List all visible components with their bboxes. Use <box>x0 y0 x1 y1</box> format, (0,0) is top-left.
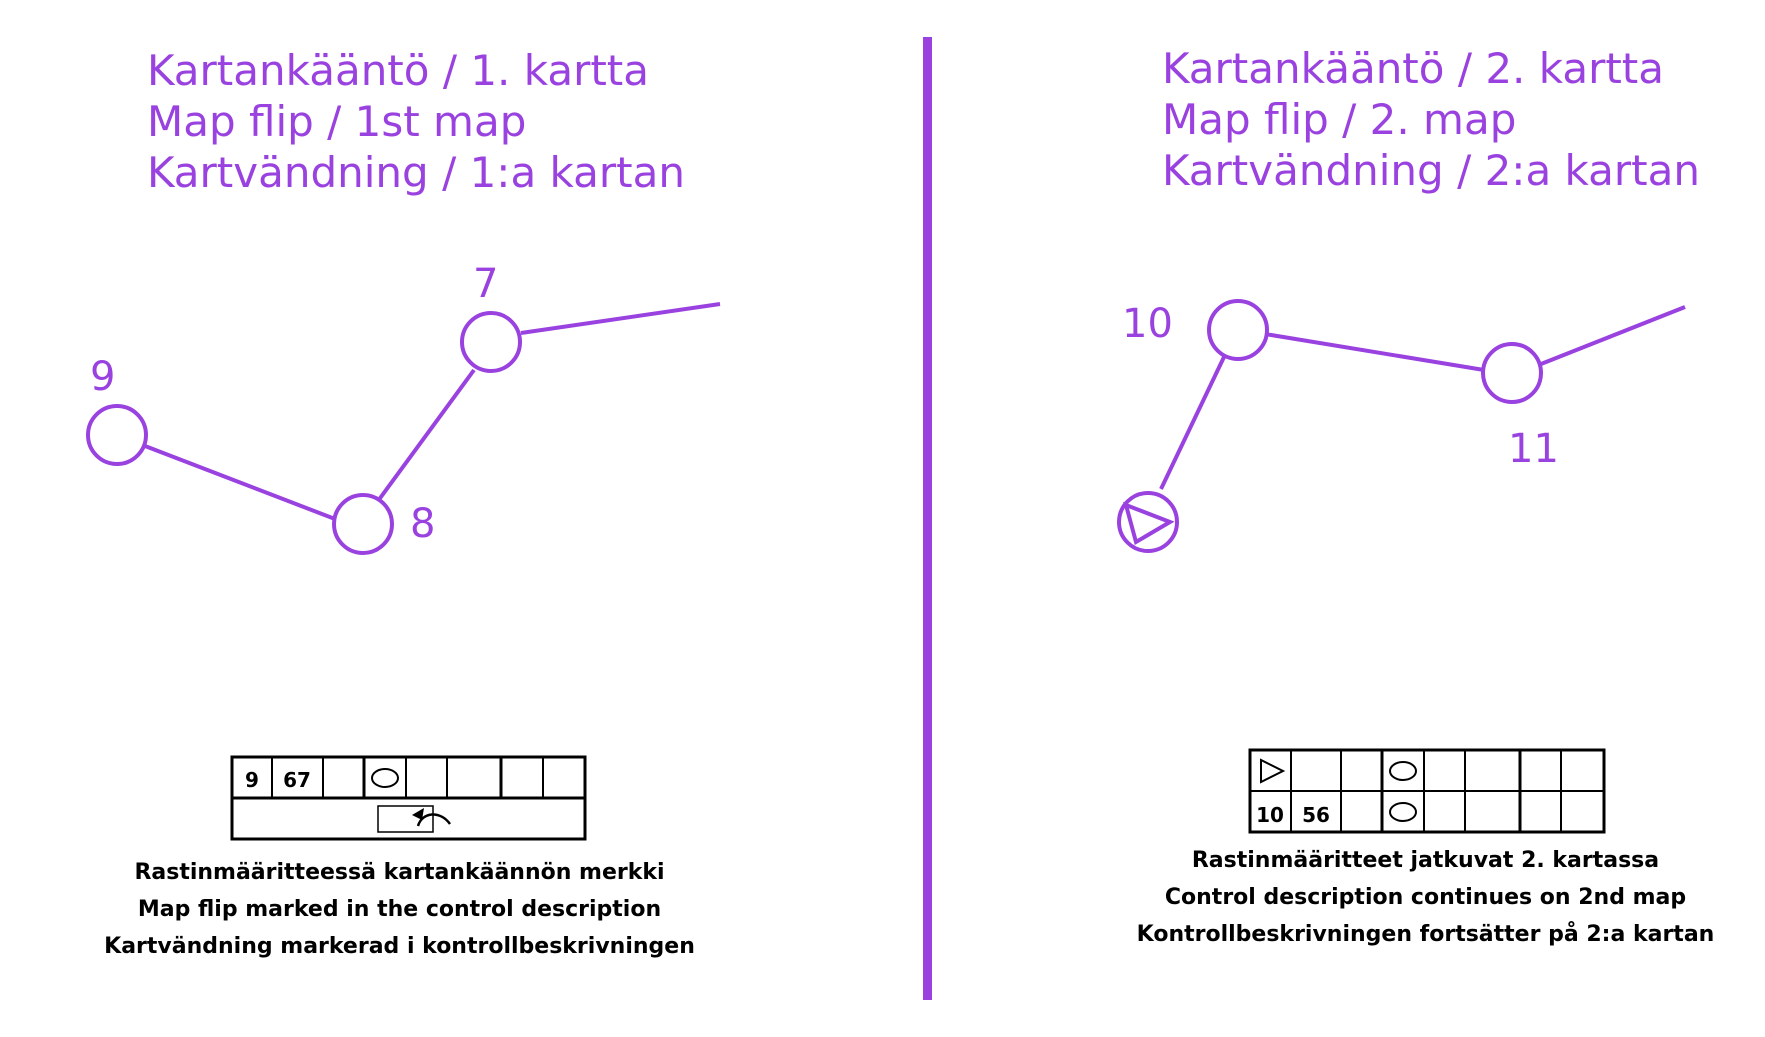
left-caption-fi: Rastinmääritteessä kartankäännön merkki <box>134 860 665 885</box>
right-caption-fi: Rastinmääritteet jatkuvat 2. kartassa <box>1191 848 1660 873</box>
left-title-en: Map flip / 1st map <box>147 97 527 146</box>
left-title: Kartankääntö / 1. kartta Map flip / 1st … <box>147 45 685 198</box>
control-11-circle <box>1481 342 1543 404</box>
control-7-circle <box>460 311 522 373</box>
right-title-en: Map flip / 2. map <box>1162 95 1517 144</box>
left-control-description <box>230 755 587 841</box>
left-caption-sv: Kartvändning markerad i kontrollbeskrivn… <box>104 934 695 959</box>
left-desc-control-number: 9 <box>245 768 259 792</box>
control-10-circle <box>1207 299 1269 361</box>
control-11-label: 11 <box>1508 426 1559 472</box>
control-8-circle <box>332 493 394 555</box>
right-control-description <box>1248 748 1606 834</box>
right-desc-control-number: 10 <box>1256 803 1284 827</box>
start-circle <box>1117 491 1179 553</box>
control-9-label: 9 <box>90 354 115 400</box>
map-divider <box>923 37 932 1000</box>
right-caption-sv: Kontrollbeskrivningen fortsätter på 2:a … <box>1136 922 1715 947</box>
right-caption-en: Control description continues on 2nd map <box>1164 885 1687 910</box>
right-title: Kartankääntö / 2. kartta Map flip / 2. m… <box>1162 43 1700 196</box>
control-10-label: 10 <box>1122 301 1173 347</box>
right-title-sv: Kartvändning / 2:a kartan <box>1162 146 1700 195</box>
leg-11-out <box>1540 305 1686 366</box>
leg-7-out <box>520 302 721 335</box>
left-title-sv: Kartvändning / 1:a kartan <box>147 148 685 197</box>
leg-10-11 <box>1264 332 1485 372</box>
left-caption-en: Map flip marked in the control descripti… <box>137 897 662 922</box>
right-title-fi: Kartankääntö / 2. kartta <box>1162 44 1665 93</box>
map-flip-icon <box>377 805 452 833</box>
control-7-label: 7 <box>473 261 498 307</box>
oval-icon <box>1389 802 1417 822</box>
left-course <box>86 302 721 555</box>
right-caption: Rastinmääritteet jatkuvat 2. kartassa Co… <box>1108 842 1743 953</box>
leg-9-8 <box>144 444 336 521</box>
control-9-circle <box>86 404 148 466</box>
oval-icon <box>1389 761 1417 781</box>
control-8-label: 8 <box>410 501 435 547</box>
start-triangle-icon <box>1123 501 1175 546</box>
leg-8-7 <box>376 368 476 503</box>
right-course <box>1117 299 1686 553</box>
leg-start-10 <box>1159 356 1226 490</box>
oval-icon <box>371 768 399 788</box>
left-desc-control-code: 67 <box>283 768 311 792</box>
left-caption: Rastinmääritteessä kartankäännön merkki … <box>82 854 717 965</box>
left-title-fi: Kartankääntö / 1. kartta <box>147 46 650 95</box>
start-triangle-icon <box>1260 758 1286 784</box>
right-desc-control-code: 56 <box>1302 803 1330 827</box>
